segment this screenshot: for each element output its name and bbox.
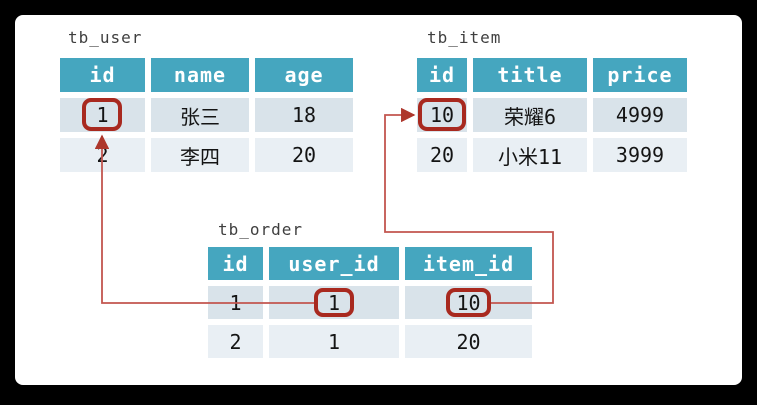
diagram-canvas: tb_user tb_item tb_order id name age 1 张… (15, 15, 742, 385)
table-title-tb-item: tb_item (427, 28, 502, 47)
item-cell-r1-price: 4999 (593, 98, 687, 132)
user-cell-r1-name: 张三 (151, 98, 249, 132)
highlight-box-user-id-1 (82, 98, 122, 131)
item-header-title: title (473, 58, 587, 92)
user-cell-r2-id: 2 (60, 138, 145, 172)
highlight-box-order-user-id-1 (314, 288, 354, 317)
item-cell-r2-price: 3999 (593, 138, 687, 172)
highlight-box-item-id-10 (418, 98, 466, 131)
user-header-age: age (255, 58, 353, 92)
order-cell-r2-item-id: 20 (405, 325, 532, 358)
order-cell-r1-id: 1 (208, 286, 263, 319)
user-cell-r2-age: 20 (255, 138, 353, 172)
item-cell-r1-title: 荣耀6 (473, 98, 587, 132)
item-cell-r2-id: 20 (417, 138, 467, 172)
order-header-user-id: user_id (269, 247, 399, 280)
user-cell-r1-id: 1 (60, 98, 145, 132)
table-title-tb-user: tb_user (68, 28, 143, 47)
order-header-item-id: item_id (405, 247, 532, 280)
user-header-id: id (60, 58, 145, 92)
item-header-price: price (593, 58, 687, 92)
item-cell-r2-title: 小米11 (473, 138, 587, 172)
user-header-name: name (151, 58, 249, 92)
order-cell-r2-id: 2 (208, 325, 263, 358)
highlight-box-order-item-id-10 (446, 288, 491, 317)
item-header-id: id (417, 58, 467, 92)
order-cell-r2-user-id: 1 (269, 325, 399, 358)
table-title-tb-order: tb_order (218, 220, 304, 239)
order-header-id: id (208, 247, 263, 280)
user-cell-r2-name: 李四 (151, 138, 249, 172)
user-cell-r1-age: 18 (255, 98, 353, 132)
